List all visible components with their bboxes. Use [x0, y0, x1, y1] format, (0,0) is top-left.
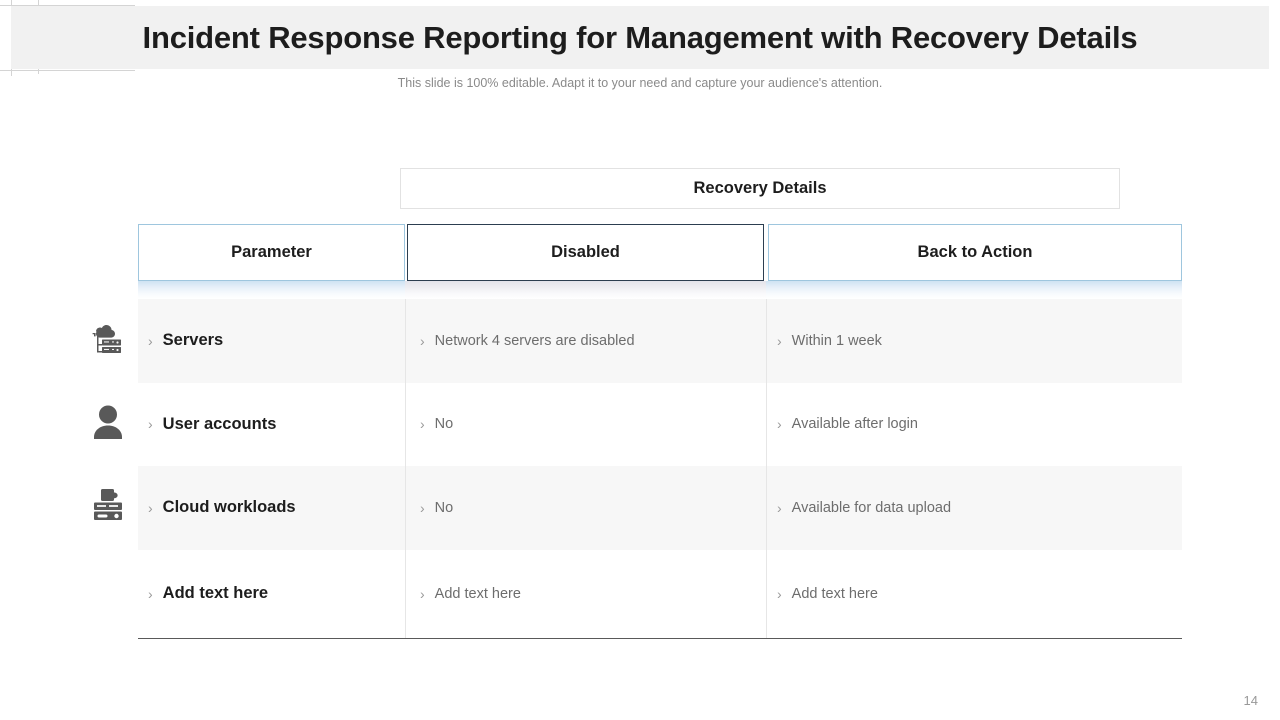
column-header-back-to-action-label: Back to Action [917, 243, 1033, 261]
bullet-icon: › [148, 332, 153, 349]
header-shadow-strip-center [405, 281, 766, 299]
cell-parameter: › User accounts [138, 382, 405, 466]
table-header-row: Parameter Disabled Back to Action [138, 224, 1182, 281]
cell-disabled-text: Network 4 servers are disabled [434, 332, 635, 349]
table-row[interactable]: › User accounts › No › Available after l… [94, 382, 1182, 466]
cell-disabled: › No [405, 382, 766, 466]
guide-line-horizontal-top [0, 5, 135, 6]
cell-disabled-text: No [434, 499, 454, 516]
cell-back-to-action-text: Within 1 week [791, 332, 882, 349]
table-row[interactable]: › Add text here › Add text here › Add te… [138, 549, 1182, 639]
cell-back-to-action: › Within 1 week [766, 299, 1182, 383]
bullet-icon: › [420, 585, 425, 602]
cell-parameter-text: Add text here [162, 584, 269, 602]
cell-disabled: › Network 4 servers are disabled [405, 299, 766, 383]
bullet-icon: › [148, 585, 153, 602]
cloud-workload-icon [86, 482, 130, 526]
column-header-disabled-label: Disabled [551, 243, 620, 261]
cell-parameter-text: User accounts [162, 414, 277, 433]
bullet-icon: › [777, 499, 782, 516]
cell-back-to-action-text: Available for data upload [791, 499, 952, 516]
column-header-back-to-action[interactable]: Back to Action [768, 224, 1182, 281]
cell-back-to-action: › Add text here [766, 549, 1182, 638]
cloud-server-icon [86, 319, 130, 363]
cell-back-to-action: › Available for data upload [766, 466, 1182, 550]
bullet-icon: › [148, 499, 153, 516]
cell-disabled: › Add text here [405, 549, 766, 638]
cell-disabled-text: Add text here [434, 585, 521, 602]
cell-back-to-action-text: Add text here [791, 585, 878, 602]
bullet-icon: › [420, 416, 425, 433]
table-row[interactable]: › Cloud workloads › No › Available for d… [94, 466, 1182, 550]
bullet-icon: › [777, 416, 782, 433]
slide-subtitle: This slide is 100% editable. Adapt it to… [397, 76, 883, 90]
cell-back-to-action: › Available after login [766, 382, 1182, 466]
cell-parameter: › Cloud workloads [138, 466, 405, 550]
table-row[interactable]: › Servers › Network 4 servers are disabl… [92, 299, 1182, 383]
bullet-icon: › [777, 585, 782, 602]
column-header-parameter-label: Parameter [231, 243, 312, 261]
recovery-details-heading: Recovery Details [693, 179, 827, 197]
bullet-icon: › [148, 416, 153, 433]
column-header-parameter[interactable]: Parameter [138, 224, 405, 281]
column-header-disabled[interactable]: Disabled [407, 224, 764, 281]
recovery-details-panel: Recovery Details [400, 168, 1120, 209]
cell-disabled-text: No [434, 416, 454, 433]
page-number: 14 [1243, 693, 1258, 708]
cell-parameter: › Add text here [138, 549, 405, 638]
header-shadow-strip [138, 281, 1182, 299]
cell-disabled: › No [405, 466, 766, 550]
bullet-icon: › [420, 332, 425, 349]
page-title: Incident Response Reporting for Manageme… [142, 19, 1138, 55]
user-account-icon [86, 401, 130, 445]
bullet-icon: › [777, 332, 782, 349]
bullet-icon: › [420, 499, 425, 516]
recovery-details-table: Parameter Disabled Back to Action [92, 224, 1182, 639]
guide-line-horizontal-bottom [0, 70, 135, 71]
cell-back-to-action-text: Available after login [791, 416, 918, 433]
cell-parameter: › Servers [138, 299, 405, 383]
cell-parameter-text: Servers [162, 331, 224, 350]
cell-parameter-text: Cloud workloads [162, 498, 296, 517]
title-banner: Incident Response Reporting for Manageme… [11, 6, 1269, 69]
